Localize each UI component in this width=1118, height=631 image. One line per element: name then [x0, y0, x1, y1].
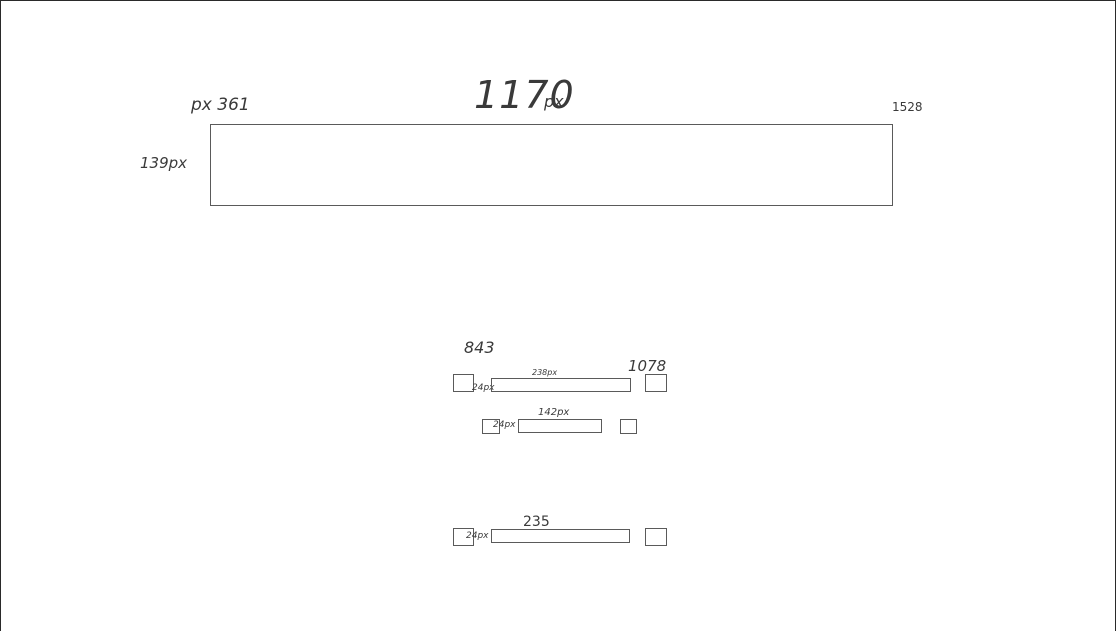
row1-field-box[interactable]: [491, 378, 631, 392]
row1-left-box[interactable]: [453, 374, 474, 392]
row1-right-box[interactable]: [645, 374, 667, 392]
row3-left-box[interactable]: [453, 528, 474, 546]
row2-box-label: 24px: [493, 420, 516, 430]
banner-width-unit: px: [544, 92, 564, 111]
banner-width-label: 1170: [474, 73, 575, 117]
row1-left-label: 843: [464, 338, 495, 357]
row3-box-label: 24px: [466, 531, 489, 541]
row1-right-label: 1078: [628, 357, 667, 375]
banner-right-label: 1528: [892, 100, 923, 114]
row2-field-box[interactable]: [518, 419, 602, 433]
row2-left-box[interactable]: [482, 419, 500, 434]
row2-field-label: 142px: [538, 407, 570, 418]
row1-field-label: 238px: [532, 368, 558, 377]
row3-right-box[interactable]: [645, 528, 667, 546]
row1-box-label: 24px: [472, 383, 495, 393]
row2-right-box[interactable]: [620, 419, 637, 434]
banner-height-label: 139px: [140, 154, 188, 172]
banner-box[interactable]: [210, 124, 893, 206]
row3-field-box[interactable]: [491, 529, 630, 543]
row3-field-label: 235: [523, 514, 550, 530]
banner-left-label: px 361: [191, 95, 250, 115]
